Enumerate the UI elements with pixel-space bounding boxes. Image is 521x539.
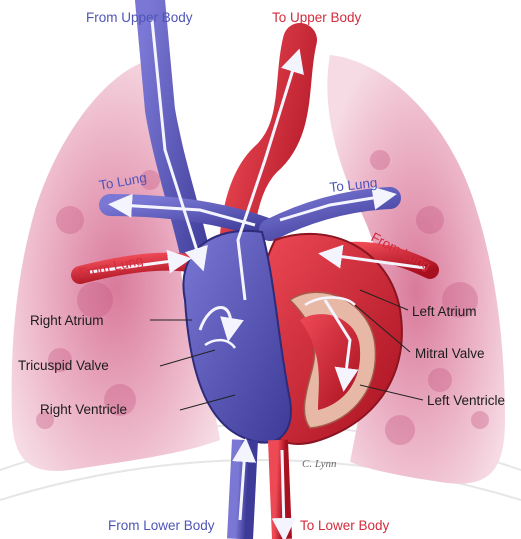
- artist-signature: C. Lynn: [302, 458, 337, 470]
- label-tricuspid-valve: Tricuspid Valve: [18, 358, 109, 373]
- label-right-ventricle: Right Ventricle: [40, 402, 127, 417]
- label-from-lower-body: From Lower Body: [108, 518, 215, 533]
- label-left-ventricle: Left Ventricle: [427, 393, 505, 408]
- label-mitral-valve: Mitral Valve: [415, 346, 485, 361]
- label-to-upper-body: To Upper Body: [272, 10, 362, 25]
- label-left-atrium: Left Atrium: [412, 304, 477, 319]
- label-from-upper-body: From Upper Body: [86, 10, 193, 25]
- label-to-lower-body: To Lower Body: [300, 518, 390, 533]
- label-right-atrium: Right Atrium: [30, 313, 104, 328]
